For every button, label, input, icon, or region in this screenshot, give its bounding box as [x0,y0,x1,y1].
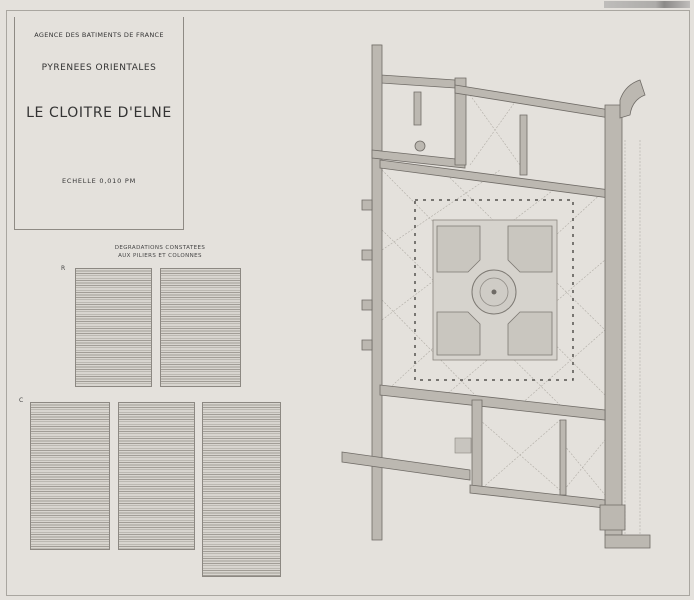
column-table-3 [202,402,281,577]
garden-beds [436,225,553,356]
scale-label: ECHELLE 0,010 PM [61,177,137,185]
pillar-table-1 [75,268,152,387]
region-name: PYRENEES ORIENTALES [41,63,157,73]
pillar-table-2 [160,268,241,387]
side-gardens [454,437,472,454]
drawing-frame [6,10,690,596]
title-block: AGENCE DES BATIMENTS DE FRANCE PYRENEES … [14,17,184,230]
tables-heading: DEGRADATIONS CONSTATEES [114,245,206,251]
section-r-label: R [61,265,66,272]
agency-name: AGENCE DES BATIMENTS DE FRANCE [34,31,164,39]
tables-subheading: AUX PILIERS ET COLONNES [118,253,202,259]
column-table-1 [30,402,110,550]
drawing-title: LE CLOITRE D'ELNE [26,105,172,121]
arcade [414,199,574,381]
section-c-label: C [19,397,24,404]
archive-stamp [604,1,690,8]
column-table-2 [118,402,195,550]
walls [341,44,651,549]
